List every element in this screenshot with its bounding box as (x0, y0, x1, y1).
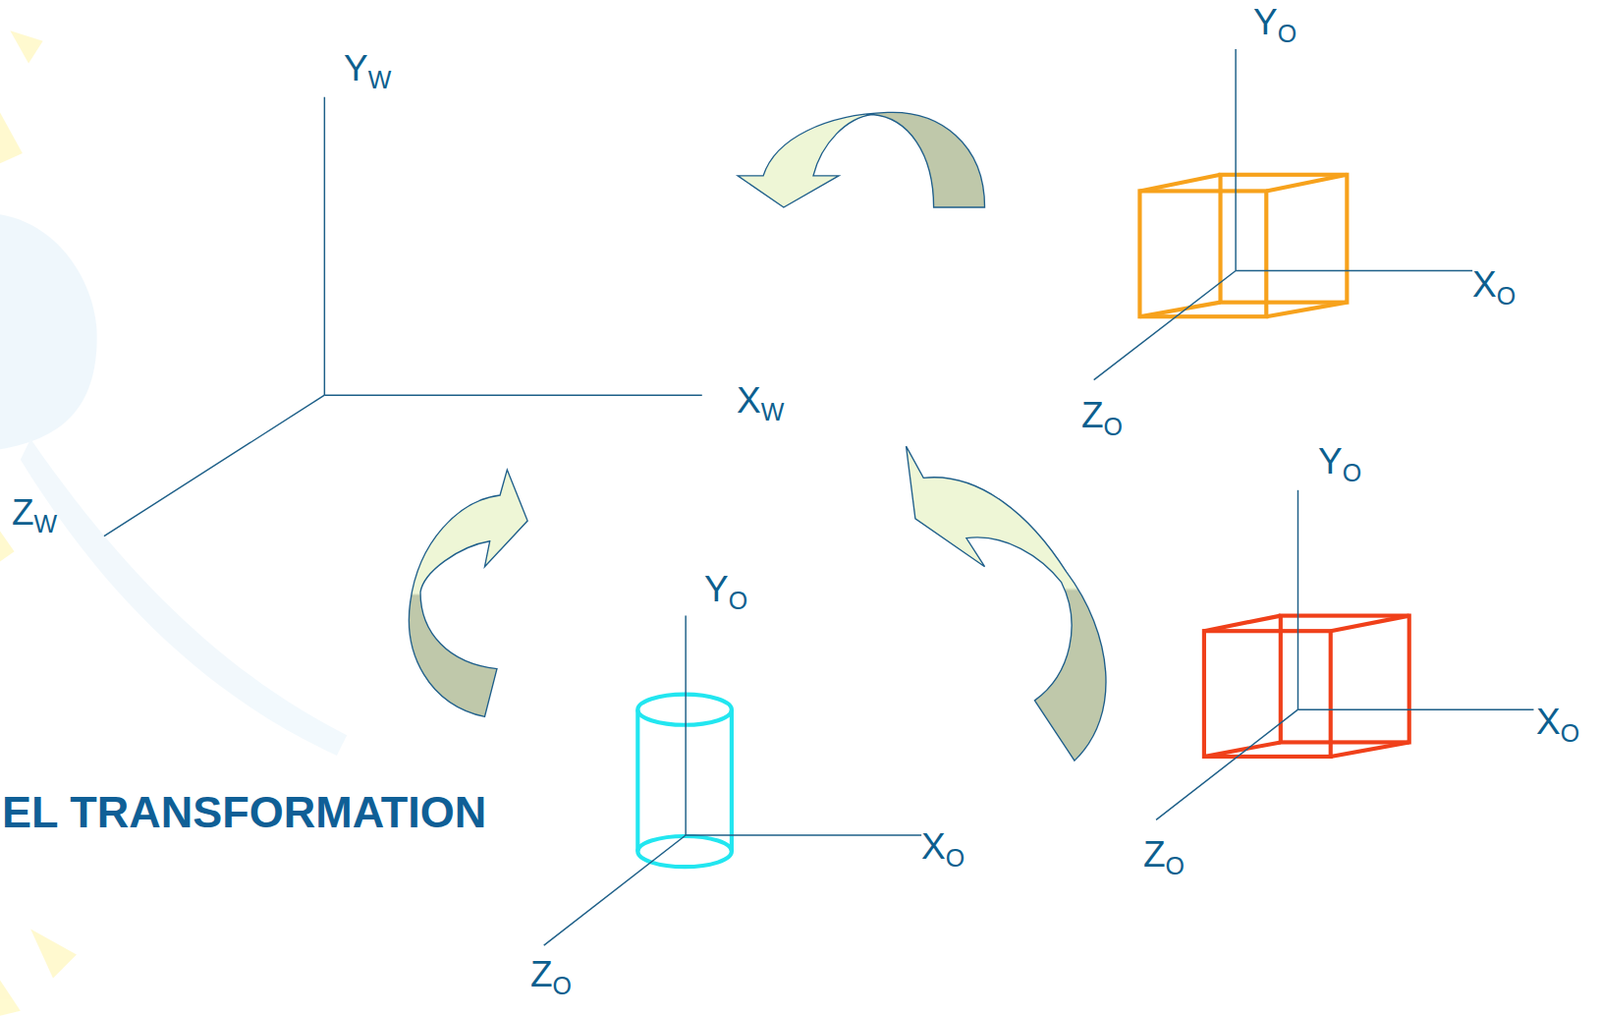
world-axes (104, 97, 703, 537)
object-axis-label: ZO (530, 954, 572, 998)
curved-arrows (408, 111, 1106, 761)
orange-cube (1094, 49, 1473, 381)
slide-title: EL TRANSFORMATION (1, 787, 487, 837)
world-z-axis-label: ZW (11, 493, 57, 537)
object-axis-label: XO (921, 827, 965, 871)
world-x-axis-label: XW (736, 381, 784, 425)
object-axis-label: XO (1536, 702, 1580, 746)
object-axis-label: ZO (1081, 395, 1123, 440)
object-axis-label: XO (1472, 265, 1516, 309)
object-axis-label: YO (1253, 2, 1297, 47)
object-axis-label: ZO (1143, 834, 1185, 879)
object-axis-label: YO (1318, 441, 1362, 486)
object-axis-label: YO (704, 569, 748, 613)
red-cube (1156, 490, 1534, 821)
background-decoration (0, 30, 347, 1016)
cyan-cylinder (544, 615, 922, 946)
world-y-axis-label: YW (343, 49, 391, 93)
